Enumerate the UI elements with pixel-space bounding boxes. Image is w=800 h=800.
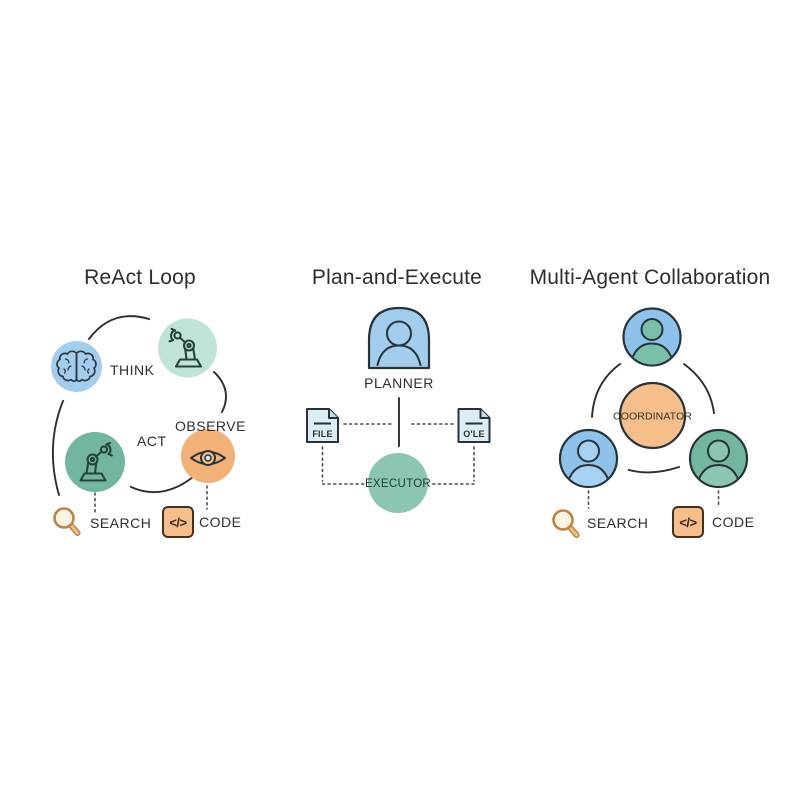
coordinator-label: COORDINATOR: [613, 411, 692, 423]
search-icon: [53, 507, 81, 536]
panel-title-react-loop: ReAct Loop: [84, 266, 196, 289]
code-label: CODE: [712, 514, 754, 530]
arrow-left-to-top: [591, 364, 620, 418]
act-label: ACT: [137, 433, 167, 449]
eye-icon: [190, 450, 226, 466]
panel-multi-agent: Multi-Agent Collaboration COORDINATOR: [530, 266, 771, 538]
arrow-act-to-think: [51, 401, 63, 496]
panel-title-multi-agent: Multi-Agent Collaboration: [530, 266, 771, 289]
person-icon: [628, 318, 676, 365]
panel-title-plan-execute: Plan-and-Execute: [312, 266, 482, 289]
file-icon-left: FILE: [306, 408, 339, 443]
agent-top: [622, 307, 682, 367]
arrow-top-to-right: [683, 363, 714, 413]
arrow-think-to-tool: [88, 315, 149, 340]
arrow-right-to-left: [629, 467, 680, 474]
code-icon-glyph: </>: [679, 515, 697, 530]
node-tool-arm: [158, 318, 217, 378]
robot-arm-icon: [79, 441, 113, 482]
brain-icon: [56, 350, 97, 383]
node-act: ACT: [65, 432, 167, 492]
robot-arm-icon: [168, 327, 203, 368]
think-label: THINK: [110, 362, 155, 378]
executor-circle: [368, 453, 428, 513]
person-icon: [565, 439, 612, 486]
agent-bottom-left: [558, 428, 619, 489]
panel-plan-and-execute: Plan-and-Execute PLANNER FILE O'LE: [306, 266, 491, 513]
node-executor: EXECUTOR: [365, 453, 431, 513]
panel-react-loop: ReAct Loop THINK: [51, 266, 246, 538]
code-tool: </> CODE: [162, 506, 241, 538]
node-think: THINK: [51, 341, 155, 392]
code-icon: [672, 506, 704, 538]
file-right-label: O'LE: [463, 429, 484, 439]
arrow-observe-to-act: [131, 476, 194, 494]
search-tool: SEARCH: [53, 507, 151, 536]
person-icon: [376, 320, 422, 366]
code-label: CODE: [199, 514, 241, 530]
observe-label: OBSERVE: [175, 418, 246, 434]
agent-bottom-right: [688, 428, 749, 489]
code-tool: </> CODE: [672, 506, 754, 538]
search-tool: SEARCH: [552, 509, 648, 538]
code-icon: [162, 506, 194, 538]
coordinator-circle: [618, 381, 687, 450]
file-icon-right: O'LE: [457, 408, 491, 443]
node-coordinator: COORDINATOR: [613, 381, 692, 450]
node-observe: OBSERVE: [175, 418, 246, 483]
planner-label: PLANNER: [364, 375, 434, 391]
arrow-tool-to-observe: [213, 371, 227, 412]
node-planner: PLANNER: [364, 306, 434, 391]
executor-label: EXECUTOR: [365, 478, 431, 490]
search-label: SEARCH: [90, 515, 151, 531]
planner-shape: [367, 306, 431, 370]
search-label: SEARCH: [587, 515, 648, 531]
code-icon-glyph: </>: [169, 515, 187, 530]
file-left-label: FILE: [312, 429, 332, 439]
search-icon: [552, 509, 580, 538]
